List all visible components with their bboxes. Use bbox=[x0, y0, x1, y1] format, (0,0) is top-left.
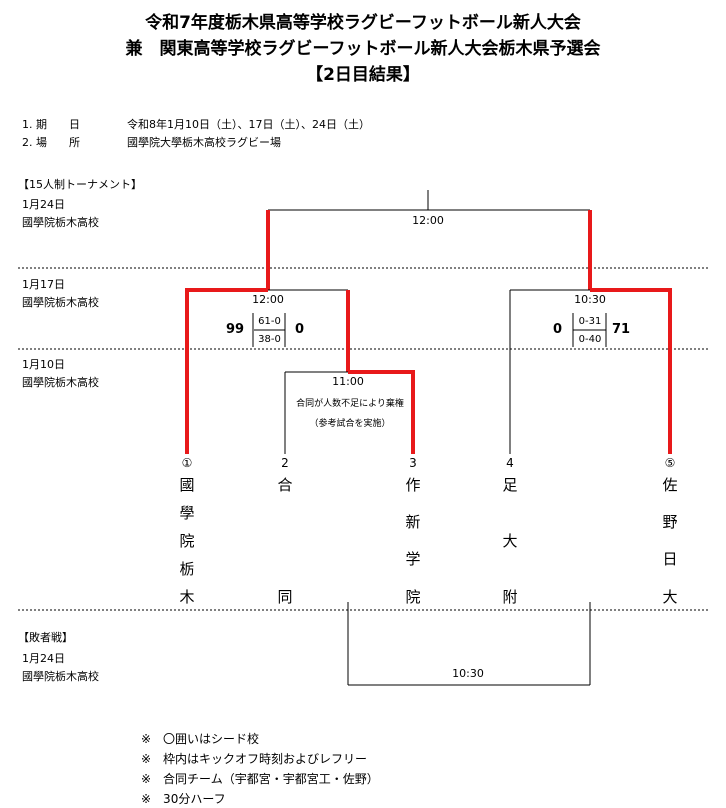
team4-char-1: 足 bbox=[502, 476, 518, 494]
semi-right-time: 10:30 bbox=[574, 293, 606, 306]
consolation-time: 10:30 bbox=[452, 667, 484, 680]
day1-date: 1月10日 bbox=[22, 358, 65, 371]
team5-char-1: 佐 bbox=[662, 476, 678, 494]
consolation-date: 1月24日 bbox=[22, 652, 65, 665]
team1-char-2: 學 bbox=[179, 504, 195, 522]
round1-note-1: 合同が人数不足により棄権 bbox=[296, 399, 404, 409]
title-line-1: 令和7年度栃木県高等学校ラグビーフットボール新人大会 bbox=[145, 13, 581, 33]
title-line-2: 兼 関東高等学校ラグビーフットボール新人大会栃木県予選会 bbox=[125, 39, 601, 59]
team5-seed: ⑤ bbox=[664, 456, 676, 470]
semi-left-score-left: 99 bbox=[226, 322, 245, 337]
team4-char-3: 附 bbox=[502, 588, 518, 606]
team5-char-4: 大 bbox=[662, 588, 678, 606]
note-4: ※ 30分ハーフ bbox=[141, 792, 226, 806]
team4-seed: 4 bbox=[506, 456, 514, 470]
final-time: 12:00 bbox=[412, 214, 444, 227]
team4-char-2: 大 bbox=[502, 532, 518, 550]
consolation-venue: 國學院栃木高校 bbox=[22, 670, 99, 683]
team5-char-3: 日 bbox=[662, 550, 678, 568]
day3-date: 1月24日 bbox=[22, 198, 65, 211]
day1-venue: 國學院栃木高校 bbox=[22, 376, 99, 389]
consolation-section-label: 【敗者戦】 bbox=[18, 631, 73, 644]
semi-right-score-right: 71 bbox=[612, 322, 631, 337]
team3-char-3: 学 bbox=[405, 550, 421, 568]
note-1: ※ 〇囲いはシード校 bbox=[141, 732, 260, 746]
semi-left-half1: 61-0 bbox=[258, 316, 281, 327]
team2-char-2: 同 bbox=[277, 588, 293, 606]
info-place-value: 國學院大學栃木高校ラグビー場 bbox=[127, 136, 281, 149]
team1-seed: ① bbox=[181, 456, 193, 470]
team3-char-4: 院 bbox=[405, 588, 421, 606]
semi-left-time: 12:00 bbox=[252, 293, 284, 306]
tournament-section-label: 【15人制トーナメント】 bbox=[18, 178, 142, 191]
note-3: ※ 合同チーム（宇都宮・宇都宮工・佐野） bbox=[141, 772, 379, 786]
semi-left-half2: 38-0 bbox=[258, 334, 281, 345]
semi-right-half1: 0-31 bbox=[578, 316, 602, 327]
team1-char-1: 國 bbox=[179, 476, 195, 494]
note-2: ※ 枠内はキックオフ時刻およびレフリー bbox=[141, 752, 368, 766]
semi-right-half2: 0-40 bbox=[578, 334, 602, 345]
team3-seed: 3 bbox=[409, 456, 417, 470]
day2-date: 1月17日 bbox=[22, 278, 65, 291]
info-place-label: 2. 場 所 bbox=[22, 136, 80, 149]
round1-time: 11:00 bbox=[332, 375, 364, 388]
day3-venue: 國學院栃木高校 bbox=[22, 216, 99, 229]
team3-char-2: 新 bbox=[405, 513, 421, 531]
team1-char-4: 栃 bbox=[179, 560, 195, 578]
title-line-3: 【2日目結果】 bbox=[306, 65, 420, 85]
semi-left-score-right: 0 bbox=[295, 322, 305, 337]
team1-char-5: 木 bbox=[179, 588, 195, 606]
round1-note-2: （参考試合を実施） bbox=[309, 419, 391, 429]
day2-venue: 國學院栃木高校 bbox=[22, 296, 99, 309]
info-date-value: 令和8年1月10日（土）、17日（土）、24日（土） bbox=[127, 118, 370, 131]
info-date-label: 1. 期 日 bbox=[22, 118, 80, 131]
team2-seed: 2 bbox=[281, 456, 289, 470]
team3-char-1: 作 bbox=[405, 476, 421, 494]
team5-char-2: 野 bbox=[662, 513, 678, 531]
team1-char-3: 院 bbox=[179, 532, 195, 550]
semi-right-score-left: 0 bbox=[553, 322, 563, 337]
team2-char-1: 合 bbox=[277, 476, 293, 494]
